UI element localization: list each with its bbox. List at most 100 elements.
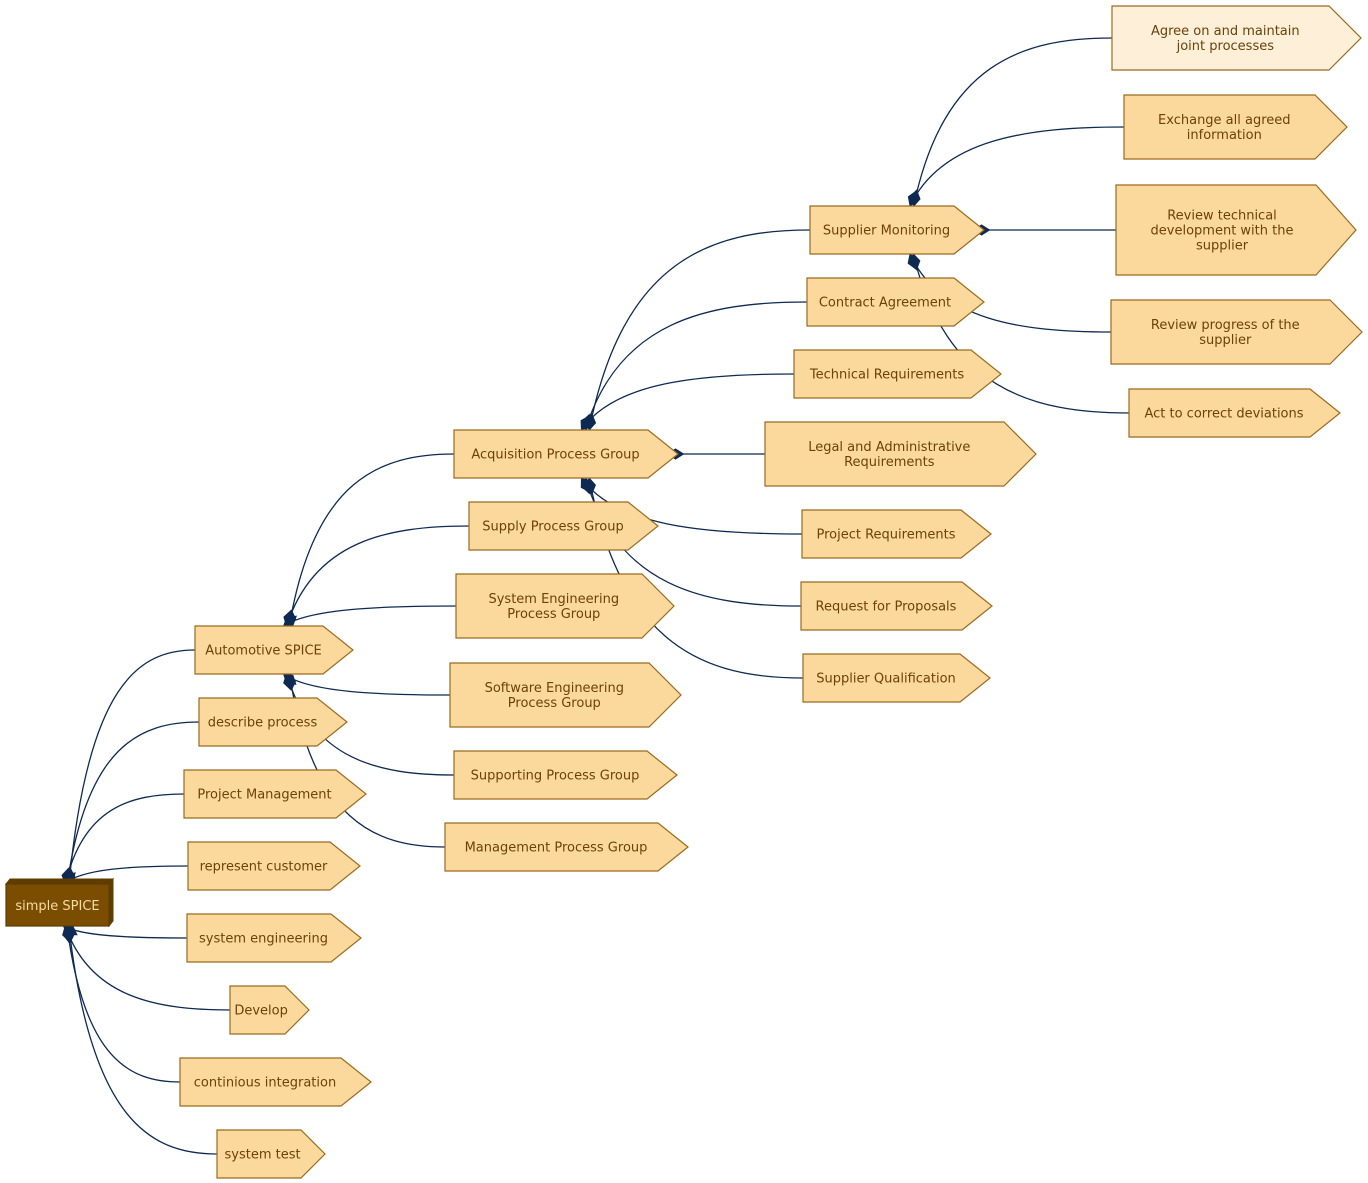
node-label-line: represent customer xyxy=(200,860,328,875)
node-label-line: Technical Requirements xyxy=(809,368,964,383)
node-label: represent customer xyxy=(200,860,328,875)
node-label-line: Supplier Qualification xyxy=(816,672,956,687)
aggregation-diamond-icon xyxy=(282,615,297,627)
node-shape xyxy=(1128,388,1341,438)
node-contract-agreement[interactable]: Contract Agreement xyxy=(806,277,985,327)
edge-automotive-spice-to-acquisition-process-group xyxy=(288,453,455,627)
edge-root-to-automotive-spice xyxy=(68,649,196,885)
edge-root-to-system-test xyxy=(68,925,218,1155)
node-supporting-process-group[interactable]: Supporting Process Group xyxy=(453,750,678,800)
node-label-line: Exchange all agreed xyxy=(1158,113,1291,128)
node-label-line: Supply Process Group xyxy=(482,520,623,535)
node-shape xyxy=(449,662,682,728)
node-supply-process-group[interactable]: Supply Process Group xyxy=(468,501,659,551)
node-label-line: Project Requirements xyxy=(817,528,956,543)
node-label-line: Review technical xyxy=(1167,209,1277,224)
node-label-line: Contract Agreement xyxy=(819,296,951,311)
node-label-line: system engineering xyxy=(199,932,328,947)
node-shape xyxy=(453,750,678,800)
node-label-line: System Engineering xyxy=(488,592,619,607)
node-shape xyxy=(187,841,361,891)
edge-supplier-monitoring-to-agree-on-and-maintain-joint-processes xyxy=(913,37,1113,207)
node-project-requirements[interactable]: Project Requirements xyxy=(801,509,992,559)
node-label-line: Develop xyxy=(234,1004,288,1019)
node-acquisition-process-group[interactable]: Acquisition Process Group xyxy=(453,429,679,479)
root-box-front xyxy=(5,883,110,927)
edge-acquisition-process-group-to-technical-requirements xyxy=(580,373,795,431)
node-automotive-spice[interactable]: Automotive SPICE xyxy=(194,625,354,675)
node-continious-integration[interactable]: continious integration xyxy=(179,1057,372,1107)
edge-automotive-spice-to-software-engineering-process-group xyxy=(283,673,451,696)
node-label: describe process xyxy=(208,716,318,731)
edge-supplier-monitoring-to-exchange-all-agreed-information xyxy=(909,126,1125,207)
node-label-line: Supplier Monitoring xyxy=(823,224,950,239)
node-label: Acquisition Process Group xyxy=(471,448,639,463)
node-shape xyxy=(801,509,992,559)
node-management-process-group[interactable]: Management Process Group xyxy=(444,822,689,872)
aggregation-diamond-icon xyxy=(909,253,921,271)
node-label-line: Software Engineering xyxy=(485,681,624,696)
node-act-to-correct-deviations[interactable]: Act to correct deviations xyxy=(1128,388,1341,438)
aggregation-diamond-icon xyxy=(64,925,76,943)
node-shape xyxy=(453,429,679,479)
node-shape xyxy=(229,985,310,1035)
node-shape xyxy=(764,421,1037,487)
node-label: Technical Requirements xyxy=(809,368,964,383)
node-label-line: Process Group xyxy=(507,607,600,622)
node-label-line: Automotive SPICE xyxy=(205,644,322,659)
node-supplier-qualification[interactable]: Supplier Qualification xyxy=(802,653,991,703)
node-label: Supply Process Group xyxy=(482,520,623,535)
node-supplier-monitoring[interactable]: Supplier Monitoring xyxy=(809,205,985,255)
node-label: Management Process Group xyxy=(465,841,648,856)
node-shape xyxy=(1111,5,1362,71)
node-label-line: system test xyxy=(225,1148,301,1163)
node-develop[interactable]: Develop xyxy=(229,985,310,1035)
node-simple-spice[interactable]: simple SPICE xyxy=(4,877,115,928)
node-describe-process[interactable]: describe process xyxy=(198,697,348,747)
edge-root-to-system-engineering xyxy=(63,925,188,939)
node-request-for-proposals[interactable]: Request for Proposals xyxy=(800,581,993,631)
node-shape xyxy=(806,277,985,327)
node-represent-customer[interactable]: represent customer xyxy=(187,841,361,891)
node-label-line: Agree on and maintain xyxy=(1151,24,1300,39)
aggregation-diamond-icon xyxy=(585,477,596,495)
node-label: Project Management xyxy=(197,788,331,803)
node-label-line: describe process xyxy=(208,716,318,731)
node-label: Project Requirements xyxy=(817,528,956,543)
tree-nodes: simple SPICE Automotive SPICE describe pro… xyxy=(4,5,1363,1179)
node-label-line: continious integration xyxy=(194,1076,336,1091)
node-system-engineering[interactable]: system engineering xyxy=(186,913,362,963)
root-box-top xyxy=(4,878,115,885)
node-project-management[interactable]: Project Management xyxy=(183,769,367,819)
node-label: system engineering xyxy=(199,932,328,947)
edge-automotive-spice-to-supply-process-group xyxy=(285,525,470,627)
edge-root-to-project-management xyxy=(64,793,185,885)
node-shape xyxy=(1123,94,1348,160)
node-system-test[interactable]: system test xyxy=(216,1129,326,1179)
node-label-line: Request for Proposals xyxy=(816,600,957,615)
node-label-line: Project Management xyxy=(197,788,331,803)
edge-acquisition-process-group-to-project-requirements xyxy=(580,477,803,535)
node-label: Automotive SPICE xyxy=(205,644,322,659)
node-shape xyxy=(216,1129,326,1179)
node-label: Develop xyxy=(234,1004,288,1019)
node-technical-requirements[interactable]: Technical Requirements xyxy=(793,349,1002,399)
node-label: simple SPICE xyxy=(15,899,99,914)
node-label-line: supplier xyxy=(1196,239,1249,254)
node-shape xyxy=(809,205,985,255)
node-label: Request for Proposals xyxy=(816,600,957,615)
edge-acquisition-process-group-to-supplier-monitoring xyxy=(588,229,811,431)
